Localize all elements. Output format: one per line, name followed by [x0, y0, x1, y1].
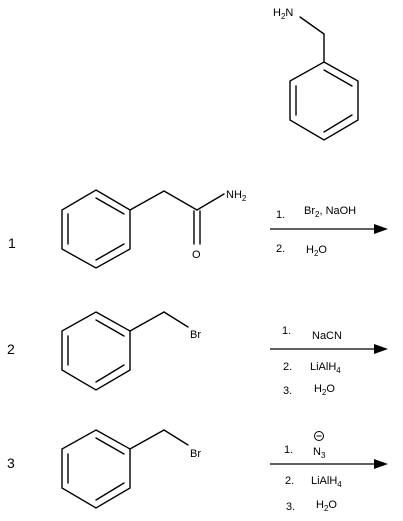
product-benzene-ring: [289, 61, 359, 141]
c-n-bond: [196, 193, 225, 211]
step-index: 2.: [276, 243, 285, 255]
ring-double-bonds: [67, 437, 125, 501]
ch2-bond: [129, 190, 165, 211]
reaction-3-starting-material: Br: [61, 429, 201, 509]
arrow-head: [374, 224, 388, 234]
azide-charge-icon: [314, 431, 324, 441]
reagent-h2o: H2O: [314, 383, 335, 397]
carbonyl-bond: [163, 190, 198, 211]
reaction-number: 3: [7, 455, 15, 471]
c-o-double-bond: [193, 210, 201, 245]
c-br-bond: [163, 429, 189, 446]
amide-nh2-label: NH2: [226, 189, 247, 203]
arrow-head: [374, 459, 388, 469]
reaction-2: 2 Br 1. NaCN 2. LiAlH4 3. H2O: [7, 311, 388, 397]
step-index: 3.: [286, 501, 295, 513]
reaction-2-starting-material: Br: [61, 311, 201, 391]
reaction-number: 1: [8, 235, 16, 251]
ring-double-bonds: [67, 197, 125, 261]
bromine-label: Br: [190, 329, 201, 341]
reaction-number: 2: [7, 341, 15, 357]
product-n-bond: [299, 16, 325, 35]
ch2-bond: [129, 429, 165, 450]
product-benzylamine: H2N: [273, 7, 359, 141]
step-index: 1.: [276, 209, 285, 221]
step-index: 2.: [283, 361, 292, 373]
oxygen-label: O: [192, 249, 201, 261]
ring-double-bonds: [67, 319, 125, 383]
step-index: 1.: [284, 444, 293, 456]
ch2-bond: [129, 311, 165, 332]
reagent-lialh4: LiAlH4: [311, 475, 342, 489]
reagent-lialh4: LiAlH4: [310, 361, 341, 375]
product-amine-label: H2N: [273, 7, 293, 21]
step-index: 3.: [283, 385, 292, 397]
c-br-bond: [163, 311, 189, 328]
reaction-1-starting-material: NH2 O: [61, 189, 247, 269]
reagent-h2o: H2O: [316, 499, 337, 513]
benzene-ring: [61, 189, 131, 269]
arrow-head: [374, 344, 388, 354]
reaction-3-conditions: 1. N3 2. LiAlH4 3. H2O: [270, 431, 388, 513]
reagent-nacn: NaCN: [312, 330, 342, 342]
step-index: 1.: [282, 325, 291, 337]
reaction-1: 1 NH2 O 1. Br2, NaOH 2. H2O: [8, 189, 388, 269]
product-ring-double-bonds: [295, 69, 353, 133]
benzene-ring: [61, 311, 131, 391]
reaction-2-conditions: 1. NaCN 2. LiAlH4 3. H2O: [270, 325, 388, 397]
step-index: 2.: [285, 475, 294, 487]
reagent-h2o: H2O: [306, 244, 327, 258]
reagent-br2-naoh: Br2, NaOH: [304, 205, 356, 219]
benzene-ring: [61, 429, 131, 509]
reaction-3: 3 Br 1. N3 2. LiAlH4 3. H2O: [7, 429, 388, 513]
reaction-1-conditions: 1. Br2, NaOH 2. H2O: [270, 205, 388, 258]
reagent-azide: N3: [313, 446, 326, 460]
bromine-label: Br: [190, 448, 201, 460]
